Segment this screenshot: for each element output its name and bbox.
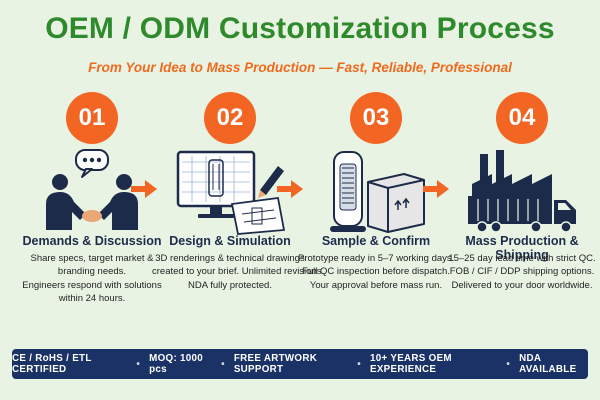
separator-dot: • bbox=[136, 358, 141, 370]
feature-bar: CE / RoHS / ETL CERTIFIED • MOQ: 1000 pc… bbox=[12, 349, 588, 379]
factory-truck-icon bbox=[468, 150, 576, 233]
step-desc-line: branding needs. bbox=[57, 266, 127, 278]
heater-box-icon bbox=[330, 151, 425, 233]
page-subtitle: From Your Idea to Mass Production — Fast… bbox=[88, 60, 512, 75]
step-desc-line: 15–25 day lead time with strict QC. bbox=[448, 253, 596, 264]
step-desc-line: Delivered to your door worldwide. bbox=[451, 279, 593, 291]
feature-artwork: FREE ARTWORK SUPPORT bbox=[233, 353, 318, 375]
step-1: 01 Demands & Discussion Share specs, tar… bbox=[22, 88, 162, 338]
step-4: 04 Mass Production & Shipping 15–25 day … bbox=[448, 88, 596, 338]
step-desc-line: Share specs, target market & bbox=[30, 253, 154, 264]
separator-dot: • bbox=[357, 358, 362, 370]
step-number-badge: 04 bbox=[496, 92, 548, 144]
step-description: Prototype ready in 5–7 working days. Ful… bbox=[298, 252, 454, 292]
step-number-badge: 01 bbox=[66, 92, 118, 144]
step-desc-line: created to your brief. Unlimited revisio… bbox=[152, 266, 325, 278]
monitor-blueprint-icon bbox=[176, 150, 286, 235]
step-desc-line: within 24 hours. bbox=[58, 293, 126, 305]
arrow-right-icon bbox=[131, 180, 157, 198]
step-desc-line: Full QC inspection before dispatch. bbox=[302, 266, 450, 278]
step-title: Sample & Confirm bbox=[321, 234, 431, 248]
step-desc-line: NDA fully protected. bbox=[188, 279, 272, 291]
feature-nda: NDA AVAILABLE bbox=[519, 353, 577, 375]
feature-experience: 10+ YEARS OEM EXPERIENCE bbox=[370, 353, 452, 375]
step-desc-line: Engineers respond with solutions bbox=[22, 279, 162, 291]
separator-dot: • bbox=[221, 358, 225, 370]
step-3: 03 Sample & Confirm Prototype ready in 5… bbox=[298, 88, 454, 338]
step-number-badge: 03 bbox=[350, 92, 402, 144]
step-title: Demands & Discussion bbox=[22, 234, 162, 248]
step-2: 02 Design & Simulation 3D renderings & t… bbox=[152, 88, 324, 338]
page-title: OEM / ODM Customization Process bbox=[45, 12, 555, 45]
separator-dot: • bbox=[506, 358, 511, 370]
step-desc-line: FOB / CIF / DDP shipping options. bbox=[449, 266, 595, 278]
feature-moq: MOQ: 1000 pcs bbox=[149, 353, 204, 375]
step-description: 15–25 day lead time with strict QC. FOB … bbox=[444, 252, 600, 292]
step-title: Mass Production & Shipping bbox=[465, 234, 579, 262]
step-description: Share specs, target market & branding ne… bbox=[14, 252, 170, 306]
handshake-chat-icon bbox=[46, 149, 138, 230]
step-desc-line: 3D renderings & technical drawings bbox=[155, 253, 305, 264]
step-desc-line: Your approval before mass run. bbox=[309, 279, 443, 291]
arrow-right-icon bbox=[277, 180, 303, 198]
step-description: 3D renderings & technical drawings creat… bbox=[152, 252, 325, 292]
step-number-badge: 02 bbox=[204, 92, 256, 144]
step-desc-line: Prototype ready in 5–7 working days. bbox=[298, 253, 455, 264]
arrow-right-icon bbox=[423, 180, 449, 198]
feature-certified: CE / RoHS / ETL CERTIFIED bbox=[12, 353, 92, 375]
step-title: Design & Simulation bbox=[169, 234, 291, 248]
